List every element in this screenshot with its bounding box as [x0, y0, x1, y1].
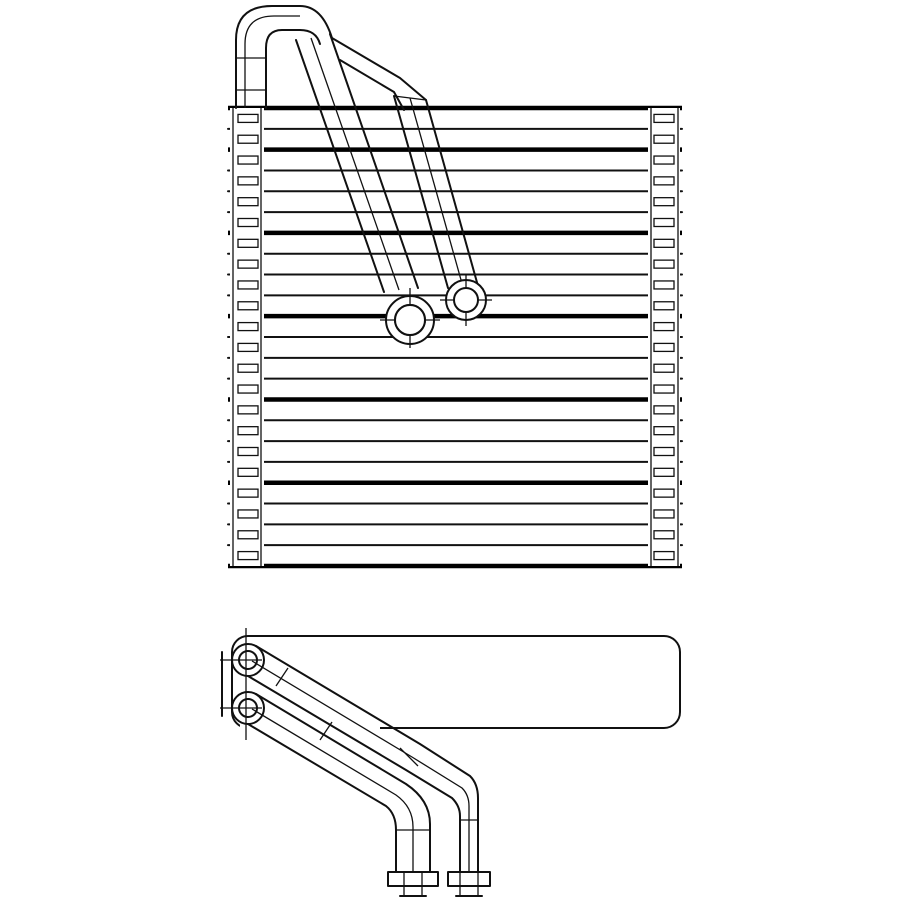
fin-tube-stack	[227, 105, 683, 569]
pipe-fitting	[387, 871, 439, 897]
u-bend-pipe	[235, 5, 333, 109]
tank-tab	[237, 467, 259, 477]
tank-tab	[237, 134, 259, 144]
upper-pipe	[231, 643, 479, 881]
tank-tab	[653, 509, 675, 519]
tank-tab	[237, 509, 259, 519]
core-outline	[231, 635, 681, 729]
tank-tab	[237, 259, 259, 269]
inlet-pipe	[295, 33, 427, 293]
tank-tab	[237, 446, 259, 457]
inlet-port	[380, 288, 440, 348]
tank-tab	[237, 238, 259, 248]
tank-tab	[653, 426, 675, 436]
tank-tab	[653, 301, 675, 311]
tank-tab	[653, 467, 675, 477]
tank-tab	[237, 405, 259, 415]
tank-tab	[237, 155, 259, 165]
right-header-tank	[648, 108, 680, 566]
outlet-port	[440, 274, 492, 326]
tank-tab	[653, 488, 675, 498]
lower-pipe	[231, 691, 478, 881]
tank-tab	[653, 259, 675, 269]
tank-tab	[237, 426, 259, 436]
tank-tab	[237, 197, 259, 207]
tank-tab	[653, 446, 675, 457]
tank-tab	[237, 488, 259, 498]
tank-tab	[653, 238, 675, 248]
pipe-fitting	[447, 871, 491, 897]
outlet-pipe	[393, 95, 479, 289]
tank-tab	[653, 321, 675, 332]
tank-tab	[237, 321, 259, 332]
tank-tab	[653, 384, 675, 394]
front-view	[227, 5, 683, 569]
tank-tab	[653, 280, 675, 290]
tank-tab	[237, 550, 259, 561]
left-header-tank	[230, 108, 264, 566]
tank-tab	[653, 342, 675, 353]
tank-tab	[653, 134, 675, 144]
tank-tab	[653, 113, 675, 124]
tank-tab	[653, 363, 675, 373]
bottom-view	[220, 628, 681, 897]
tank-tab	[653, 217, 675, 228]
tank-tab	[237, 363, 259, 373]
tank-tab	[237, 113, 259, 124]
tank-tab	[237, 301, 259, 311]
tank-tab	[237, 176, 259, 186]
tank-tab	[653, 197, 675, 207]
tank-tab	[237, 384, 259, 394]
tank-tab	[237, 217, 259, 228]
tank-tab	[653, 155, 675, 165]
tank-tab	[653, 530, 675, 540]
tank-tab	[653, 550, 675, 561]
tank-tab	[653, 176, 675, 186]
tank-tab	[237, 530, 259, 540]
tank-tab	[237, 342, 259, 353]
tank-tab	[653, 405, 675, 415]
tank-tab	[237, 280, 259, 290]
